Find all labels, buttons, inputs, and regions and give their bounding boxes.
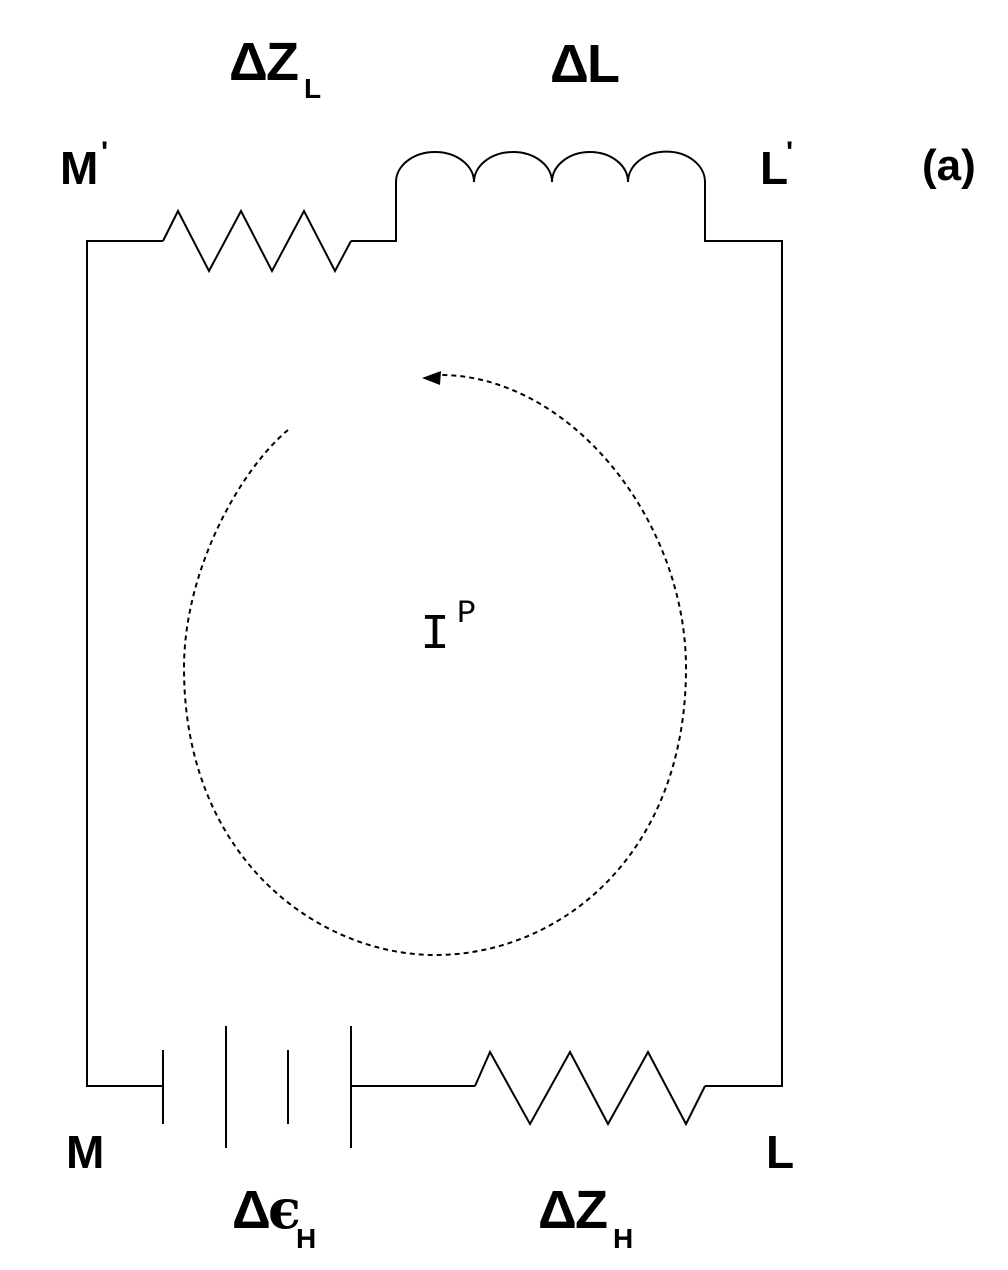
- bottom-battery-symbol: ϵ: [268, 1177, 301, 1241]
- bottom-resistor-label: Δ Z H: [538, 1180, 633, 1254]
- top-resistor-symbol: Z: [266, 32, 299, 92]
- bottom-battery-delta: Δ: [232, 1180, 271, 1240]
- bottom-resistor-subscript: H: [613, 1223, 633, 1254]
- top-middle-wire: [351, 182, 397, 242]
- current-superscript: P: [457, 595, 476, 632]
- node-top-left-main: M: [60, 142, 98, 194]
- top-resistor: [162, 208, 352, 274]
- bottom-battery-label: Δ ϵ H: [232, 1177, 316, 1254]
- current-symbol: I: [420, 607, 450, 664]
- current-arrow-icon: [422, 371, 441, 385]
- top-resistor-subscript: L: [304, 73, 321, 104]
- node-bottom-right-label: L: [766, 1126, 794, 1178]
- top-resistor-label: Δ Z L: [229, 32, 321, 104]
- node-top-right-main: L: [760, 142, 788, 194]
- top-inductor-delta: Δ: [550, 34, 589, 94]
- right-wire: [704, 182, 783, 1087]
- bottom-battery: [162, 1026, 352, 1148]
- current-loop: [182, 374, 688, 957]
- circuit-wires: [86, 182, 783, 1087]
- bottom-resistor-symbol: Z: [575, 1180, 608, 1240]
- node-bottom-left-label: M: [66, 1126, 104, 1178]
- top-resistor-delta: Δ: [229, 32, 268, 92]
- top-inductor-label: Δ L: [550, 34, 620, 94]
- bottom-battery-subscript: H: [296, 1223, 316, 1254]
- left-wire: [86, 240, 163, 1087]
- bottom-resistor: [474, 1049, 706, 1127]
- figure-tag: (a): [922, 141, 976, 190]
- bottom-resistor-delta: Δ: [538, 1180, 577, 1240]
- node-top-right-label: L ': [760, 136, 793, 194]
- top-inductor: [395, 150, 706, 183]
- node-top-left-label: M ': [60, 136, 108, 194]
- node-top-left-prime: ': [101, 136, 108, 169]
- top-inductor-symbol: L: [587, 34, 620, 94]
- node-top-right-prime: ': [786, 136, 793, 169]
